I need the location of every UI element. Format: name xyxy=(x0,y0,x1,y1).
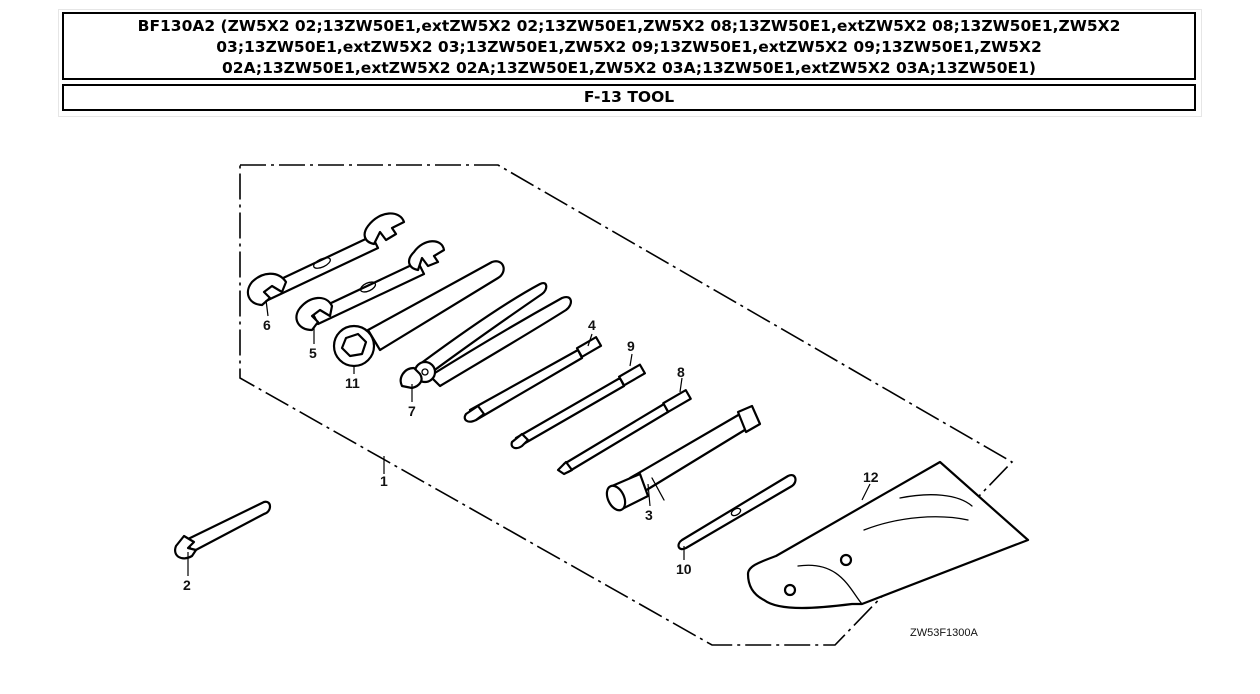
wrench-part-6[interactable] xyxy=(246,212,406,307)
model-title: BF130A2 (ZW5X2 02;13ZW50E1,extZW5X2 02;1… xyxy=(62,12,1196,80)
callout-1: 1 xyxy=(380,473,388,489)
callout-9: 9 xyxy=(627,338,635,354)
callout-8: 8 xyxy=(677,364,685,380)
callout-3: 3 xyxy=(645,507,653,523)
wrench-part-11[interactable] xyxy=(332,260,505,368)
screwdriver-part-9[interactable] xyxy=(510,363,646,450)
callout-11: 11 xyxy=(345,375,360,391)
wrench-part-5[interactable] xyxy=(295,240,446,332)
image-code: ZW53F1300A xyxy=(910,627,979,639)
tool-pouch-part-12[interactable] xyxy=(746,460,1030,610)
callout-4: 4 xyxy=(588,317,596,333)
model-line-1: BF130A2 (ZW5X2 02;13ZW50E1,extZW5X2 02;1… xyxy=(137,17,1121,35)
callout-5: 5 xyxy=(309,345,317,361)
spanner-part-10[interactable] xyxy=(677,474,797,551)
section-title: F-13 TOOL xyxy=(62,84,1196,111)
callout-6: 6 xyxy=(263,317,271,333)
model-line-3: 02A;13ZW50E1,extZW5X2 02A;13ZW50E1,ZW5X2… xyxy=(222,59,1036,77)
callout-12: 12 xyxy=(863,469,879,485)
header-frame xyxy=(58,9,1202,117)
wrench-part-2[interactable] xyxy=(174,500,272,560)
model-line-2: 03;13ZW50E1,extZW5X2 03;13ZW50E1,ZW5X2 0… xyxy=(216,38,1042,56)
tool-bag-outline xyxy=(239,164,1014,646)
box-wrench-part-3[interactable] xyxy=(603,404,762,513)
callout-7: 7 xyxy=(408,403,416,419)
leader-lines xyxy=(187,299,871,576)
screwdriver-part-4[interactable] xyxy=(463,336,603,423)
callout-10: 10 xyxy=(676,561,692,577)
callout-2: 2 xyxy=(183,577,191,593)
screwdriver-part-8[interactable] xyxy=(556,389,692,476)
